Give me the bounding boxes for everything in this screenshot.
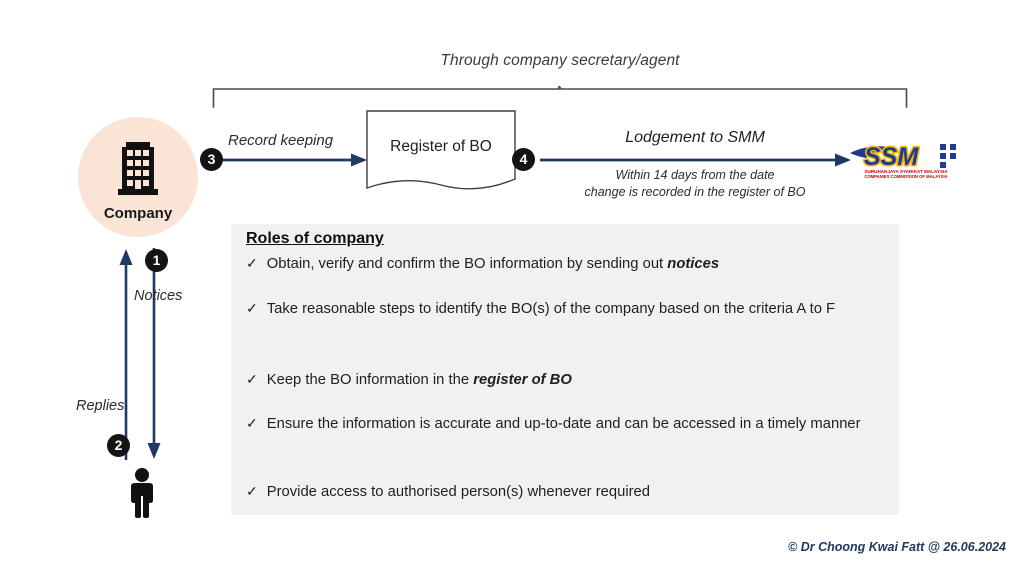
ssm-logo: SSM SSM SURUHANJAYA SYARIKAT MALAYSIA CO… (850, 141, 956, 179)
role-item-text: Keep the BO information in the register … (267, 370, 884, 391)
replies-arrow-up (119, 249, 133, 460)
role-list-item: ✓ Ensure the information is accurate and… (246, 414, 884, 435)
check-icon: ✓ (246, 300, 258, 316)
check-icon: ✓ (246, 415, 258, 431)
role-item-text: Provide access to authorised person(s) w… (267, 482, 884, 503)
role-text-pre: Take reasonable steps to identify the BO… (266, 301, 836, 317)
role-text-pre: Obtain, verify and confirm the BO inform… (266, 256, 668, 272)
roles-of-company-panel (231, 224, 899, 515)
role-text-pre: Ensure the information is accurate and u… (266, 416, 861, 432)
top-bracket-caption: Through company secretary/agent (440, 52, 680, 69)
lodgement-label: Lodgement to SMM (625, 129, 765, 146)
notices-arrow-down (147, 248, 161, 459)
check-icon: ✓ (246, 371, 258, 387)
step-badge-4: 4 (512, 148, 535, 171)
register-of-bo-document (366, 110, 516, 190)
register-of-bo-label: Register of BO (390, 138, 492, 155)
role-list-item: ✓ Provide access to authorised person(s)… (246, 482, 884, 503)
person-icon (131, 468, 153, 518)
role-text-pre: Keep the BO information in the (266, 372, 474, 388)
check-icon: ✓ (246, 483, 258, 499)
top-bracket (212, 86, 908, 108)
svg-text:SSM: SSM (864, 143, 919, 171)
step-badge-3: 3 (200, 148, 223, 171)
step-badge-2: 2 (107, 434, 130, 457)
role-item-text: Obtain, verify and confirm the BO inform… (267, 254, 884, 275)
record-keeping-arrow (222, 153, 367, 167)
roles-panel-title: Roles of company (246, 230, 384, 247)
svg-text:SURUHANJAYA SYARIKAT MALAYSIA: SURUHANJAYA SYARIKAT MALAYSIA (864, 169, 948, 174)
step-badge-1: 1 (145, 249, 168, 272)
role-text-emphasis: notices (667, 256, 720, 272)
role-list-item: ✓ Obtain, verify and confirm the BO info… (246, 254, 884, 275)
role-item-text: Ensure the information is accurate and u… (267, 414, 884, 435)
company-node-label: Company (103, 205, 173, 222)
svg-text:COMPANIES COMMISSION OF MALAYS: COMPANIES COMMISSION OF MALAYSIA (864, 174, 947, 179)
replies-label: Replies (76, 398, 125, 414)
svg-text:SSM: SSM (864, 143, 919, 171)
notices-label: Notices (134, 288, 183, 304)
role-text-pre: Provide access to authorised person(s) w… (266, 484, 651, 500)
copyright-notice: © Dr Choong Kwai Fatt @ 26.06.2024 (788, 540, 1006, 554)
role-list-item: ✓ Take reasonable steps to identify the … (246, 299, 884, 320)
role-text-emphasis: register of BO (473, 372, 572, 388)
check-icon: ✓ (246, 255, 258, 271)
lodgement-note: Within 14 days from the date change is r… (584, 168, 806, 199)
record-keeping-label: Record keeping (228, 132, 334, 149)
company-building-icon (118, 142, 158, 195)
role-item-text: Take reasonable steps to identify the BO… (267, 299, 884, 320)
role-list-item: ✓ Keep the BO information in the registe… (246, 370, 884, 391)
lodgement-arrow (540, 153, 851, 167)
